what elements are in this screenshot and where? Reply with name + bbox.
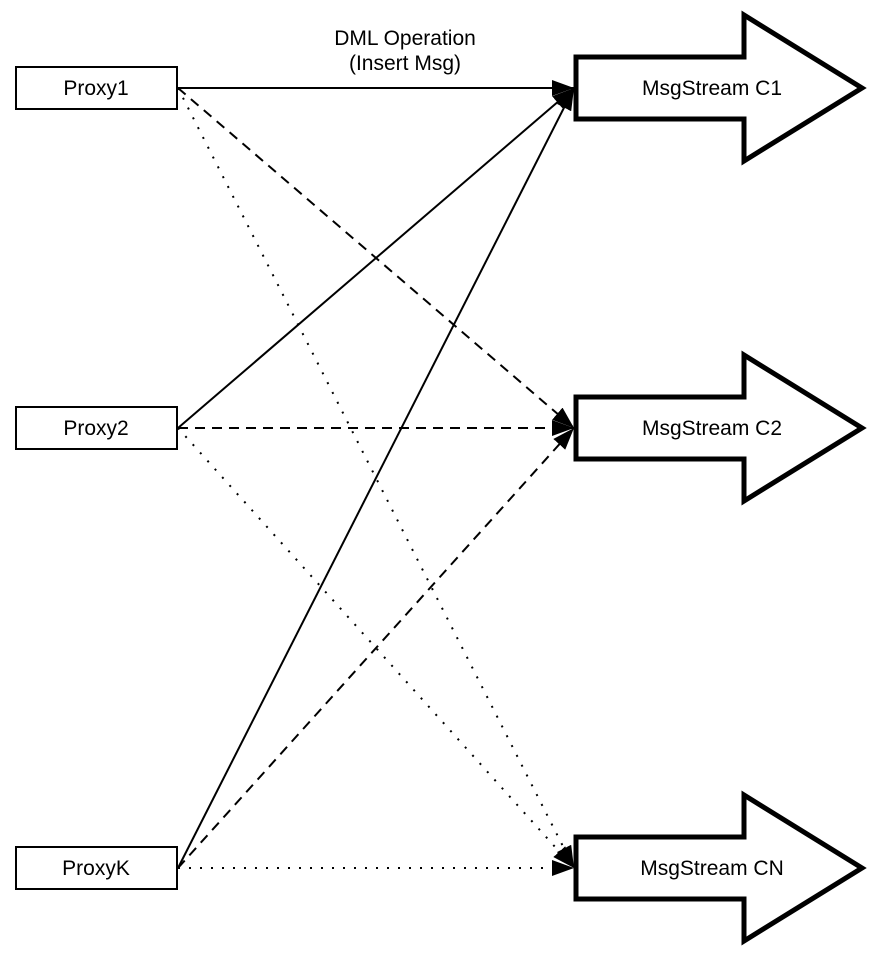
node-msgstream-c1: MsgStream C1 — [573, 10, 867, 166]
edge-label-line2: (Insert Msg) — [349, 52, 461, 75]
msgstream-c1-label: MsgStream C1 — [642, 77, 782, 100]
node-msgstream-cn: MsgStream CN — [573, 790, 867, 946]
node-msgstream-c2: MsgStream C2 — [573, 350, 867, 506]
msgstream-cn-label: MsgStream CN — [640, 857, 784, 880]
msgstream-c2-label: MsgStream C2 — [642, 417, 782, 440]
edges-group — [177, 80, 575, 876]
edge-proxyk-to-c2 — [177, 427, 575, 869]
edge-proxy1-to-c2 — [177, 87, 575, 429]
proxy1-box — [15, 66, 178, 110]
edge-proxyk-to-c1 — [177, 87, 575, 869]
edge-label: DML Operation (Insert Msg) — [334, 27, 476, 75]
proxyk-box — [15, 846, 178, 890]
node-proxy2: Proxy2 — [15, 406, 178, 450]
node-proxyk: ProxyK — [15, 846, 178, 890]
proxyk-label: ProxyK — [62, 857, 130, 880]
proxy1-label: Proxy1 — [63, 77, 128, 100]
msgstream-c2-arrow — [573, 350, 867, 506]
proxy2-label: Proxy2 — [63, 417, 128, 440]
node-proxy1: Proxy1 — [15, 66, 178, 110]
msgstream-c1-arrow — [573, 10, 867, 166]
proxy2-box — [15, 406, 178, 450]
edge-label-line1: DML Operation — [334, 27, 476, 50]
msgstream-cn-arrow — [573, 790, 867, 946]
